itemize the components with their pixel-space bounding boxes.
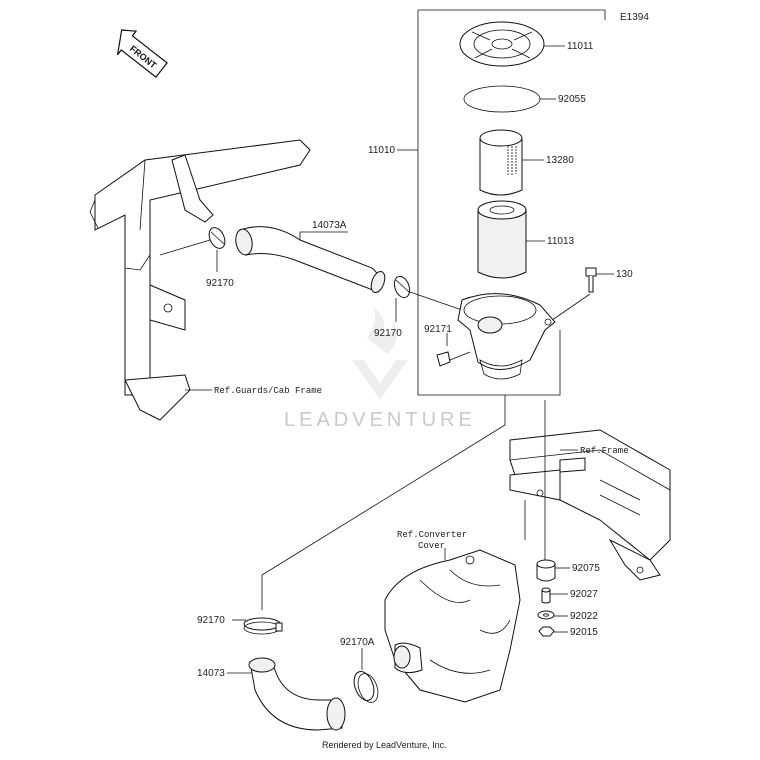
part-92170A: 92170A <box>340 637 375 648</box>
part-92022: 92022 <box>570 611 598 622</box>
part-92055: 92055 <box>558 94 586 105</box>
clamp-92170A <box>353 671 379 703</box>
grommet-92075 <box>536 559 556 582</box>
part-92027: 92027 <box>570 589 598 600</box>
diagram-code: E1394 <box>620 12 649 23</box>
main-frame-drawing <box>509 429 671 581</box>
duct-14073 <box>248 657 346 731</box>
cab-frame-drawing <box>89 139 311 421</box>
front-arrow-icon: FRONT <box>116 29 168 78</box>
intake-duct-14073A <box>235 226 386 294</box>
ref-converter-line1: Ref.Converter <box>397 530 467 540</box>
part-11010: 11010 <box>368 145 396 156</box>
part-13280: 13280 <box>546 155 574 166</box>
part-92170-mid: 92170 <box>374 328 402 339</box>
part-92015: 92015 <box>570 627 598 638</box>
part-11013: 11013 <box>547 236 575 247</box>
clamp-92170-left <box>208 227 226 249</box>
cap-11011 <box>459 21 545 67</box>
ref-converter-line2: Cover <box>418 541 445 551</box>
collar-92027 <box>541 587 551 604</box>
washer-92022 <box>537 610 555 620</box>
part-14073: 14073 <box>197 668 225 679</box>
watermark-logo-icon <box>352 306 408 400</box>
part-130: 130 <box>616 269 633 280</box>
footer-credit: Rendered by LeadVenture, Inc. <box>322 740 447 750</box>
clamp-92170-low <box>243 617 283 635</box>
part-11011: 11011 <box>567 41 594 52</box>
part-92171: 92171 <box>424 324 452 335</box>
part-92170-left: 92170 <box>206 278 234 289</box>
ref-frame: Ref.Frame <box>580 446 629 456</box>
converter-cover-drawing <box>384 549 521 703</box>
air-cleaner-housing <box>457 293 556 380</box>
bolt-130 <box>585 267 597 293</box>
nut-92015 <box>538 626 555 637</box>
part-14073A: 14073A <box>312 220 347 231</box>
clip-92171 <box>436 351 451 367</box>
filter-element-11013 <box>477 200 527 279</box>
o-ring-92055 <box>463 85 541 113</box>
ref-guards-cab-frame: Ref.Guards/Cab Frame <box>214 386 322 396</box>
watermark-text: LEADVENTURE <box>284 409 476 431</box>
pre-filter-13280 <box>479 129 523 196</box>
clamp-92170-mid <box>393 275 411 299</box>
part-92075: 92075 <box>572 563 600 574</box>
part-92170-low: 92170 <box>197 615 225 626</box>
